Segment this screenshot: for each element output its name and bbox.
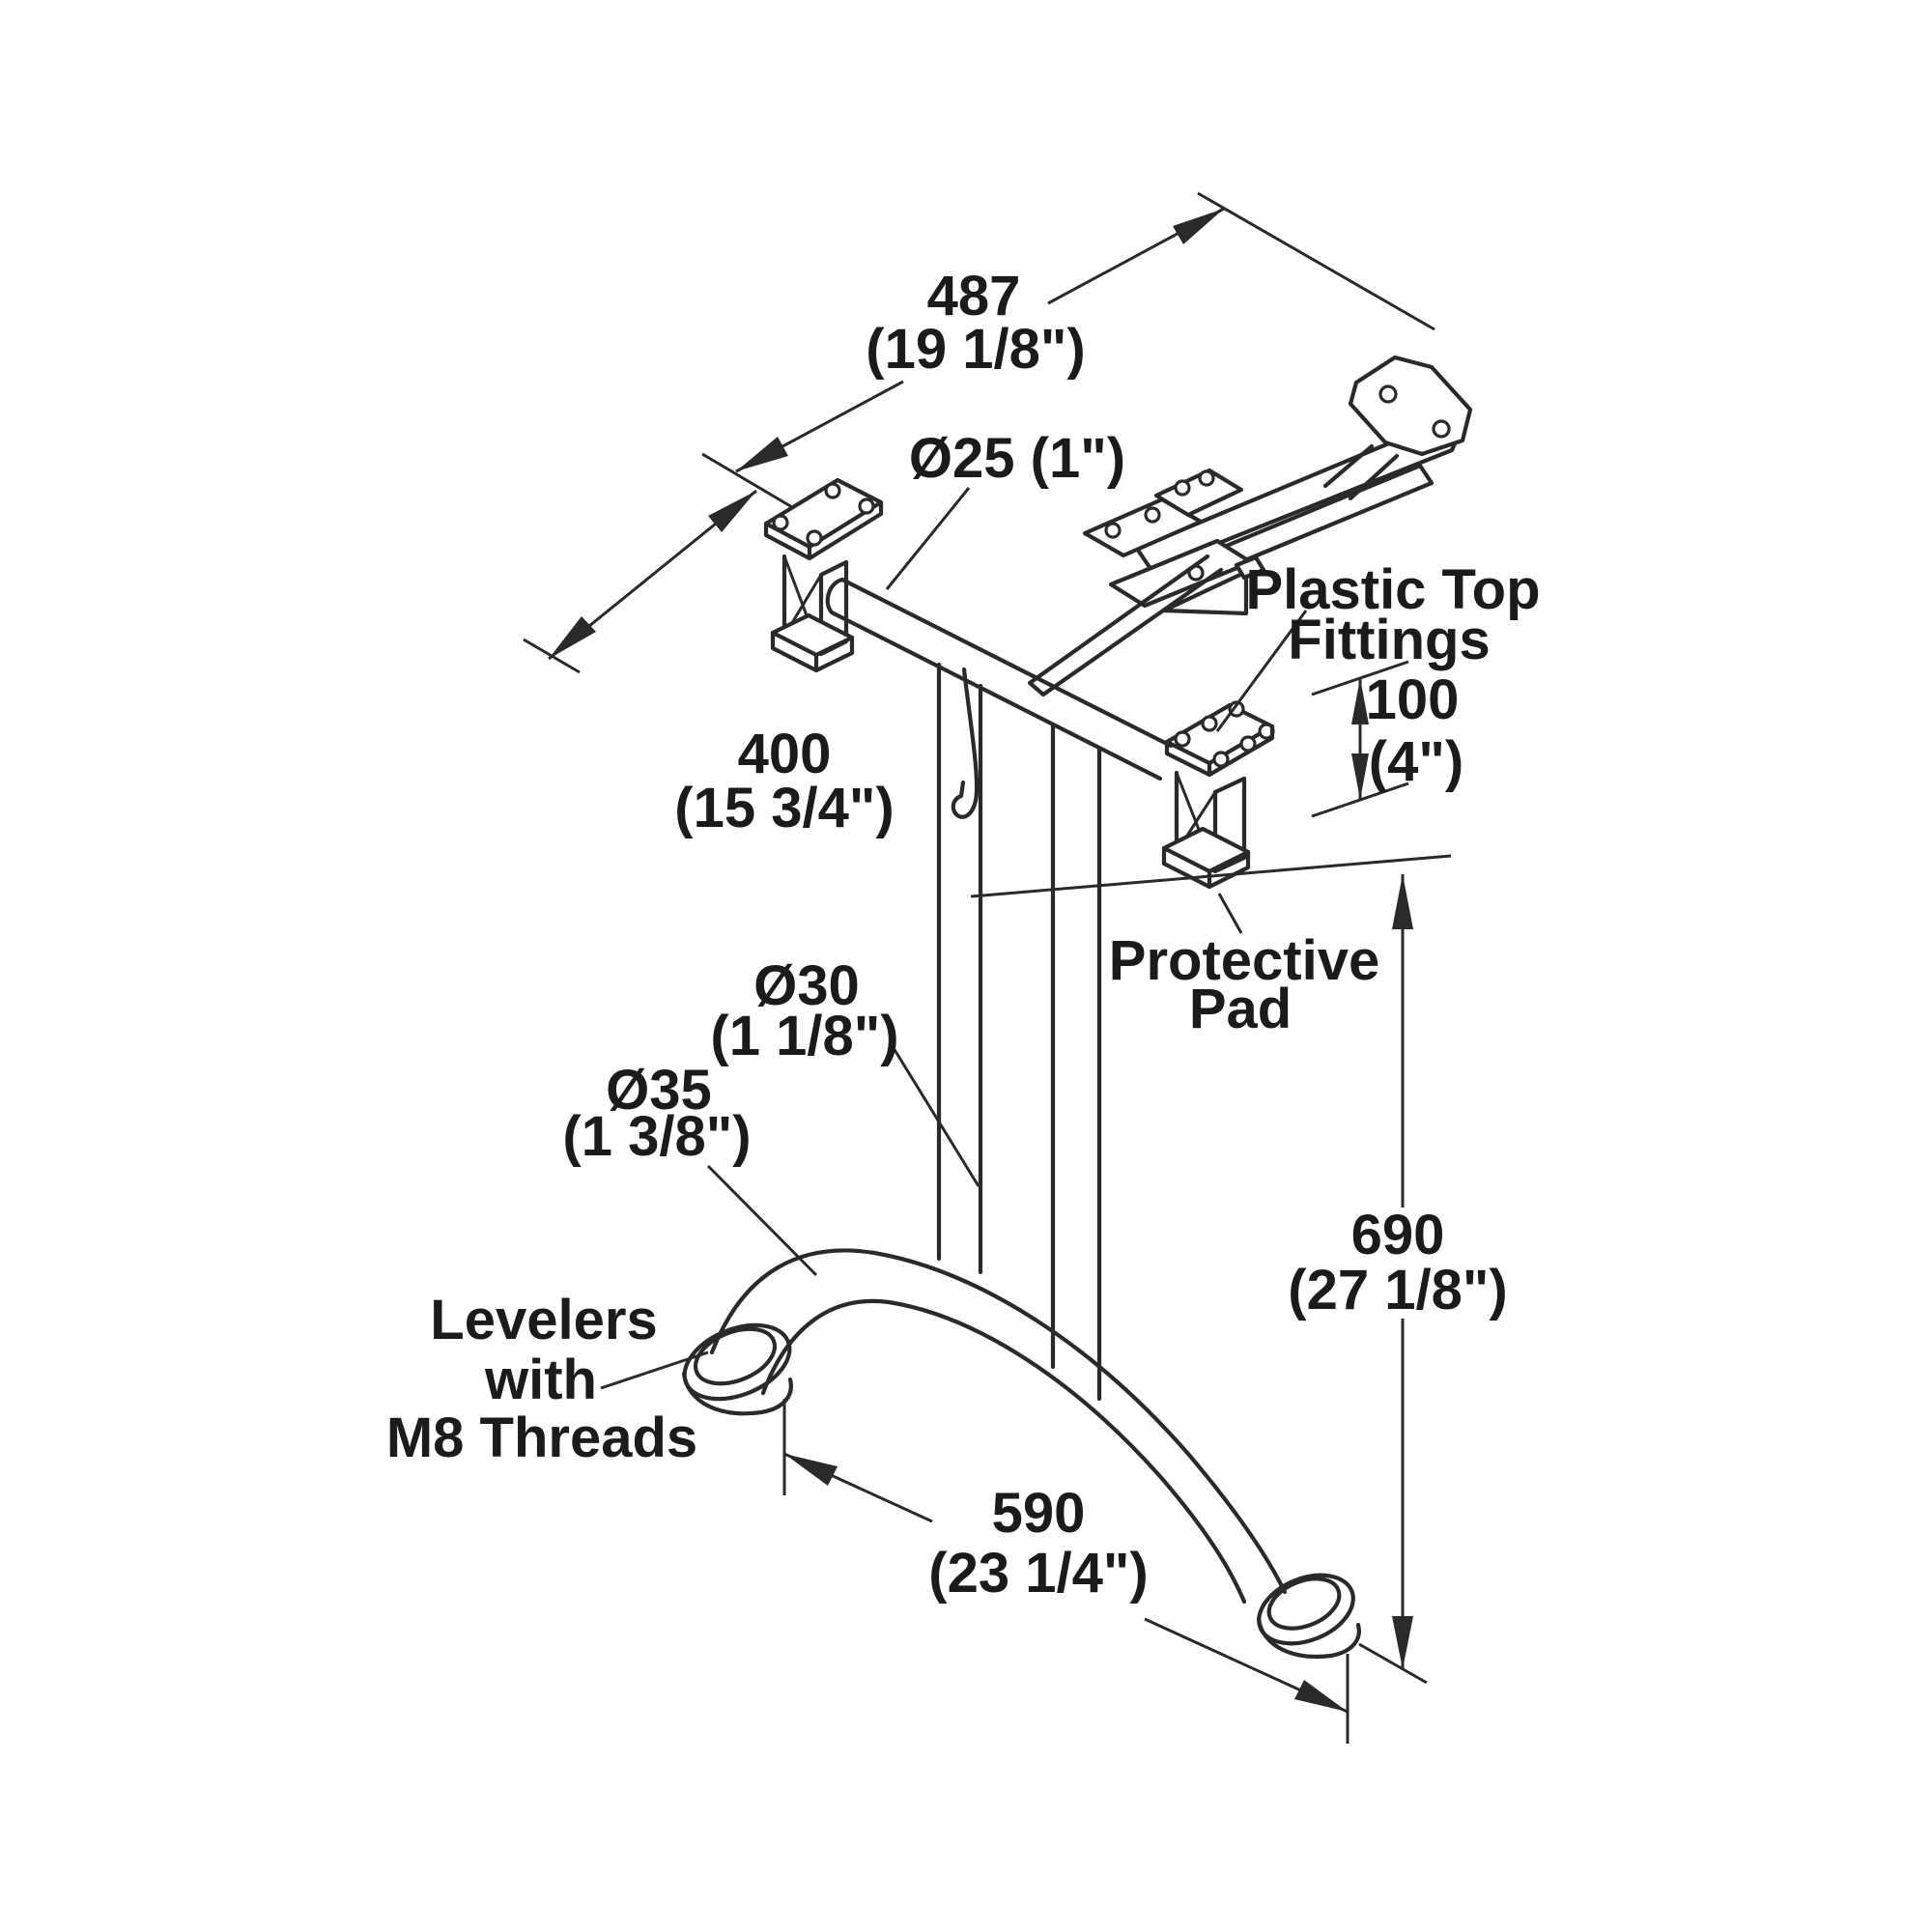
- dimension-fitting-height-100: 100 (4"): [1311, 660, 1463, 818]
- callout-plastic-top-fittings: Plastic Top Fittings: [1215, 558, 1541, 732]
- callout-levelers-line1: Levelers: [430, 1289, 657, 1351]
- dimension-width-487: 487 (19 1/8"): [701, 191, 1435, 509]
- left-top-fitting: [763, 477, 884, 673]
- cross-tube: [825, 577, 1174, 781]
- callout-top-fittings-line2: Fittings: [1288, 609, 1490, 671]
- callout-column-dia: Ø30 (1 1/8"): [710, 954, 980, 1187]
- dim-foot-span-mm: 590: [992, 1482, 1086, 1545]
- dimension-height-690: 690 (27 1/8"): [970, 854, 1508, 1685]
- callout-levelers-line3: M8 Threads: [386, 1406, 697, 1469]
- leg-columns: [936, 662, 1102, 1402]
- dimension-depth-400: 400 (15 3/4"): [523, 489, 895, 839]
- callout-levelers: Levelers with M8 Threads: [386, 1289, 709, 1469]
- foot-arc: [709, 1248, 1288, 1605]
- dim-height-mm: 690: [1351, 1204, 1445, 1266]
- leveler-right: [1256, 1573, 1361, 1659]
- top-rail-assembly: [1027, 355, 1473, 697]
- callout-top-fittings-line1: Plastic Top: [1245, 558, 1540, 621]
- callout-protective-pad: Protective Pad: [1109, 893, 1379, 1040]
- dim-width-mm: 487: [927, 265, 1021, 327]
- dimension-foot-span-590: 590 (23 1/4"): [782, 1399, 1350, 1744]
- dia-foot-inch: (1 3/8"): [562, 1105, 751, 1168]
- right-top-fitting: [1161, 700, 1275, 890]
- dim-width-inch: (19 1/8"): [866, 318, 1085, 381]
- dim-fitting-height-mm: 100: [1366, 668, 1460, 731]
- dia-foot-mm: Ø35: [606, 1059, 712, 1122]
- callout-pad-line2: Pad: [1189, 978, 1292, 1040]
- callout-pad-line1: Protective: [1109, 929, 1379, 992]
- dim-fitting-height-inch: (4"): [1369, 730, 1463, 793]
- dim-depth-inch: (15 3/4"): [674, 777, 894, 839]
- callout-levelers-line2: with: [484, 1349, 597, 1411]
- callout-foot-dia: Ø35 (1 3/8"): [562, 1059, 818, 1277]
- callout-cross-tube-dia: Ø25 (1"): [885, 427, 1125, 590]
- dia-column-inch: (1 1/8"): [710, 1005, 898, 1067]
- dia-column-mm: Ø30: [753, 954, 860, 1017]
- dim-foot-span-inch: (23 1/4"): [928, 1542, 1148, 1605]
- dia-cross-tube-label: Ø25 (1"): [909, 427, 1125, 490]
- release-hook: [951, 667, 980, 819]
- leveler-left: [681, 1322, 793, 1416]
- dim-height-inch: (27 1/8"): [1288, 1259, 1507, 1321]
- dim-depth-mm: 400: [738, 723, 832, 785]
